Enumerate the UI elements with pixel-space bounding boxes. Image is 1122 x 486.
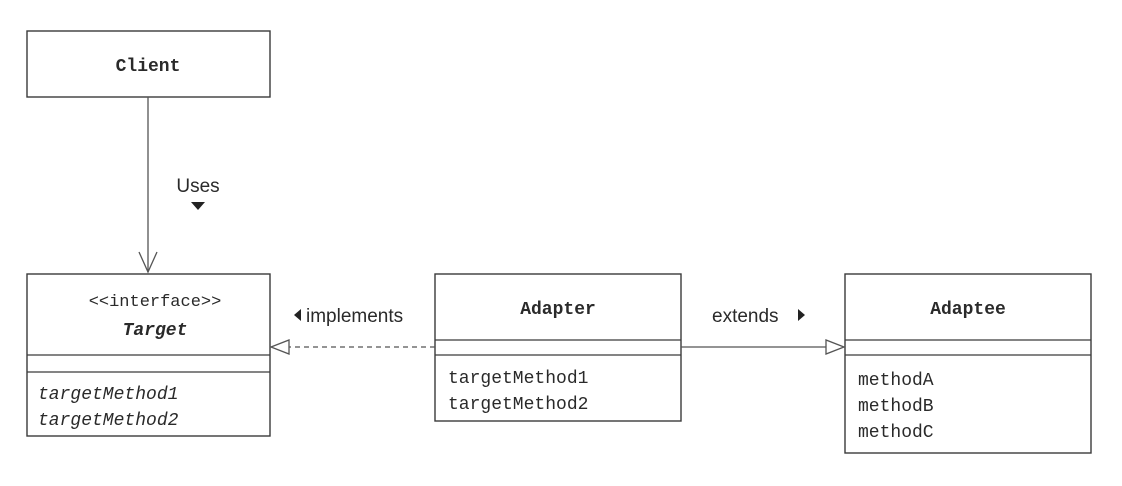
class-adapter-name: Adapter — [520, 300, 596, 320]
class-client-name: Client — [116, 57, 181, 77]
relationship-uses: Uses — [138, 97, 220, 274]
class-target-name: Target — [123, 321, 188, 341]
uses-label: Uses — [176, 176, 219, 197]
class-target: <<interface>> Target targetMethod1 targe… — [26, 273, 271, 437]
direction-left-triangle-icon — [294, 309, 301, 321]
class-adaptee-method: methodA — [858, 371, 934, 391]
implements-label: implements — [306, 306, 403, 327]
class-adapter: Adapter targetMethod1 targetMethod2 — [434, 273, 682, 422]
relationship-extends: extends — [681, 306, 846, 355]
class-adaptee-name: Adaptee — [930, 300, 1006, 320]
class-adaptee: Adaptee methodA methodB methodC — [844, 273, 1092, 454]
direction-down-triangle-icon — [191, 202, 205, 210]
relationship-implements: implements — [269, 306, 435, 355]
hollow-triangle-arrowhead-icon — [269, 339, 290, 355]
class-adaptee-method: methodB — [858, 397, 934, 417]
class-adaptee-method: methodC — [858, 423, 934, 443]
class-target-stereotype: <<interface>> — [89, 293, 222, 312]
class-target-method: targetMethod2 — [38, 411, 179, 431]
direction-right-triangle-icon — [798, 309, 805, 321]
extends-label: extends — [712, 306, 779, 327]
class-client: Client — [26, 30, 271, 98]
class-adapter-method: targetMethod1 — [448, 369, 588, 389]
class-target-method: targetMethod1 — [38, 385, 178, 405]
open-arrowhead-icon — [138, 251, 158, 274]
class-adapter-method: targetMethod2 — [448, 395, 588, 415]
hollow-triangle-arrowhead-icon — [825, 339, 846, 355]
